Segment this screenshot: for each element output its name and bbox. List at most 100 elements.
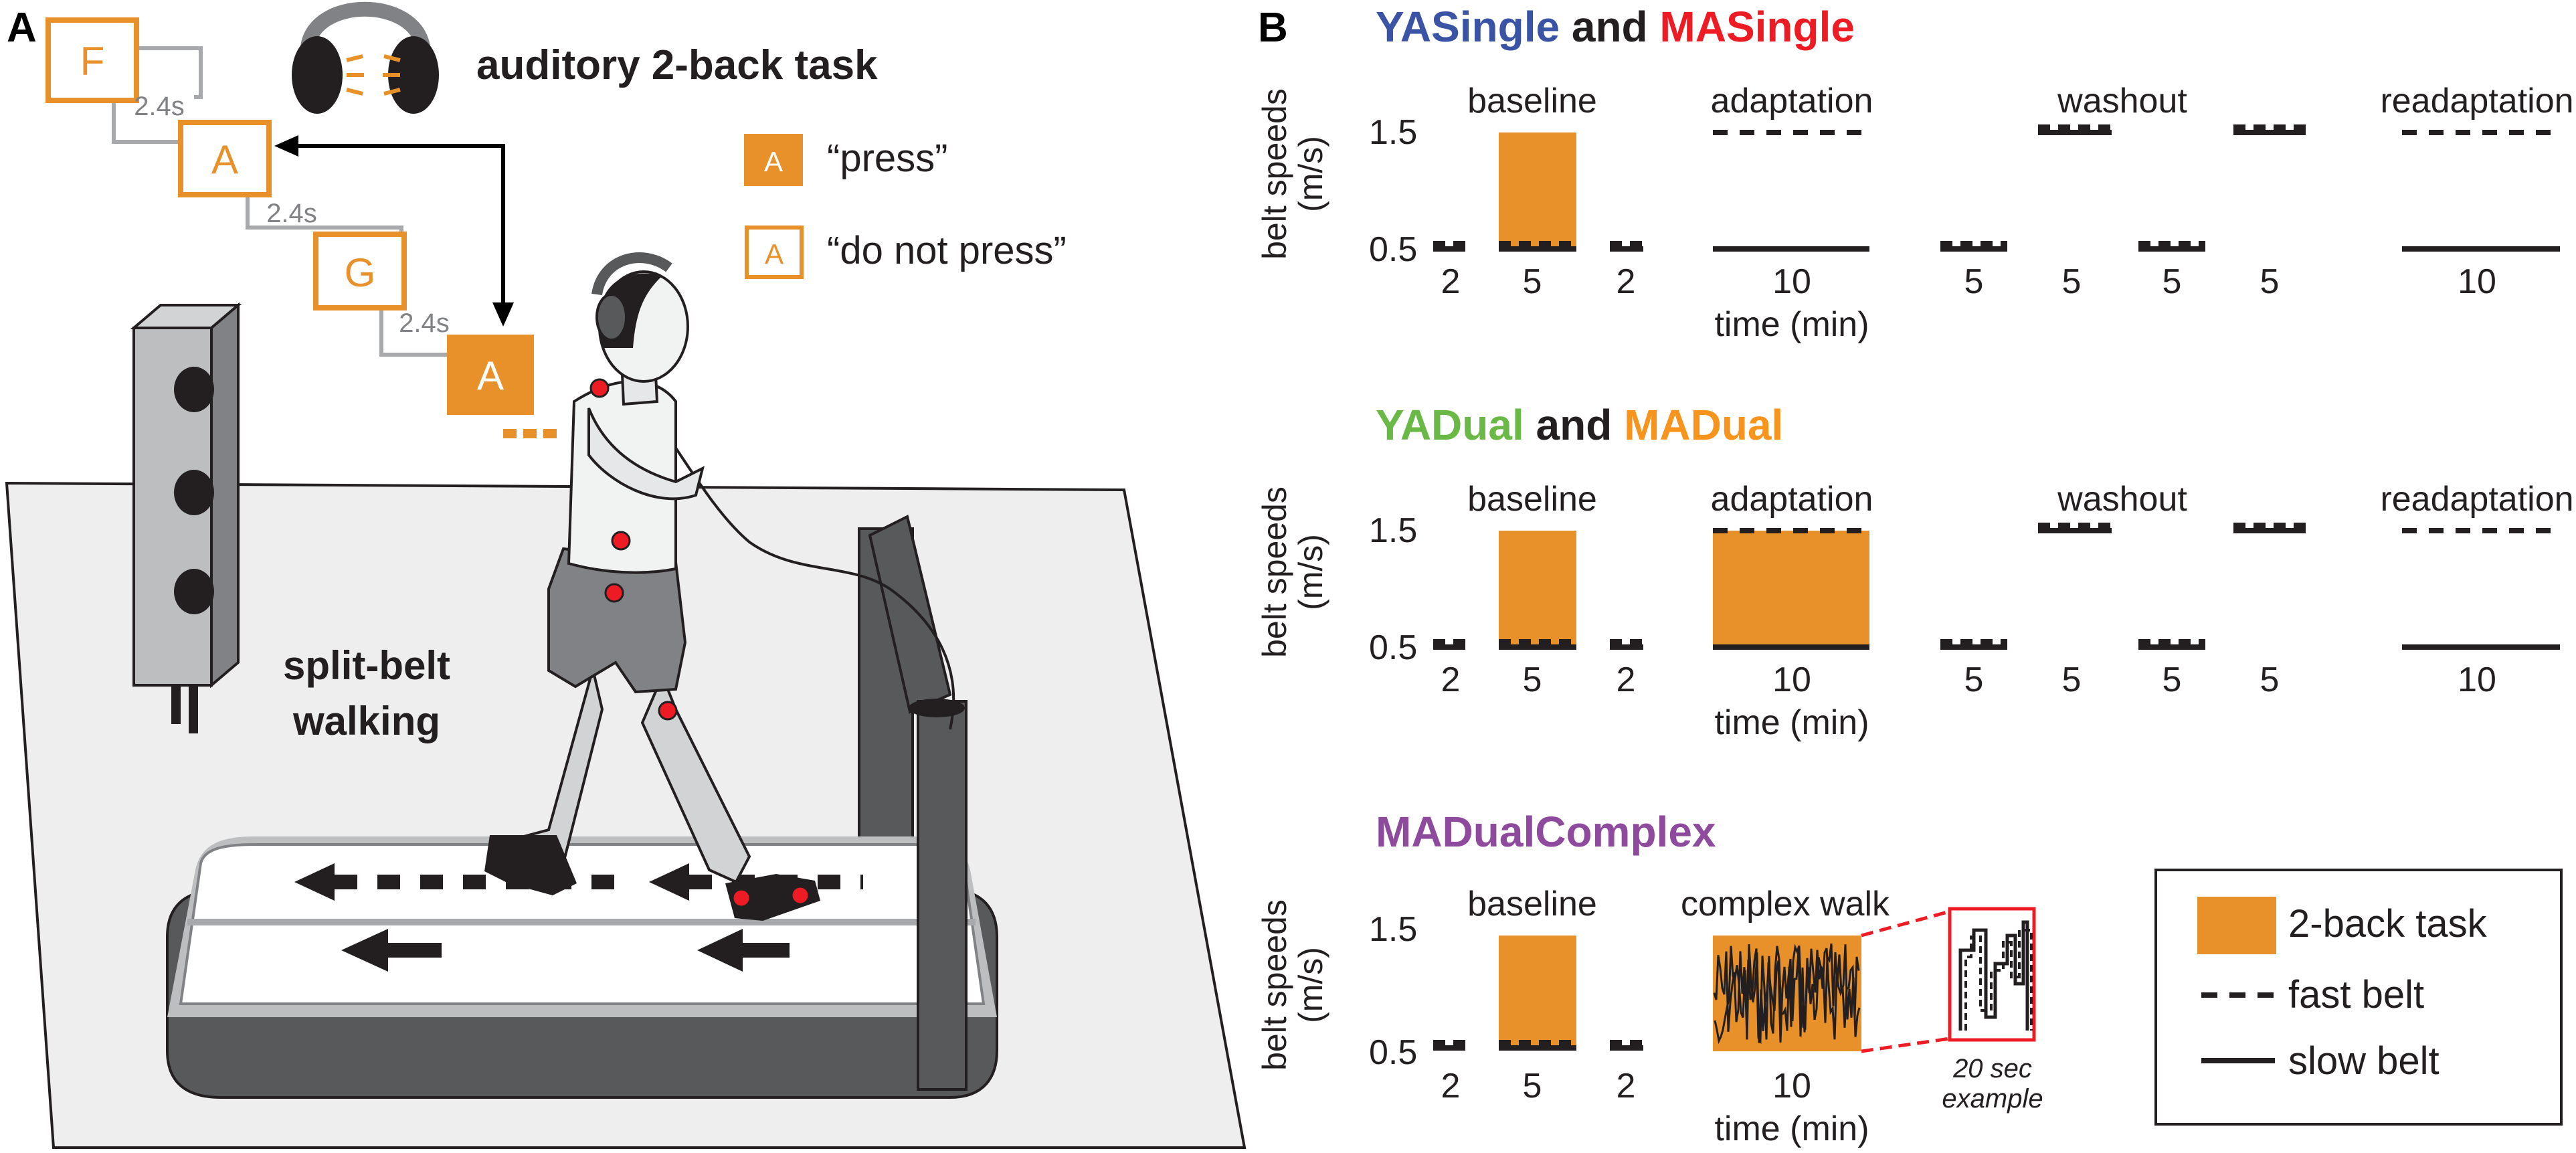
row3-duration-2: 5 — [1523, 1067, 1542, 1105]
row2-duration-8: 5 — [2260, 660, 2280, 699]
legend-slow-label: slow belt — [2288, 1039, 2440, 1083]
row2-x-labels: 2 5 2 10 5 5 5 5 10 time (min) — [1441, 660, 2496, 742]
row2-ylabel-2: (m/s) — [1292, 534, 1329, 610]
baseline-task-block — [1499, 936, 1576, 1048]
row1-duration-3: 2 — [1617, 262, 1636, 301]
row1-x-labels: 2 5 2 10 5 5 5 5 10 time (min) — [1441, 262, 2496, 344]
row1-phase-washout: washout — [2057, 82, 2187, 120]
legend-task-swatch — [2197, 897, 2276, 954]
interval-2: 2.4s — [266, 199, 317, 228]
row1-duration-5: 5 — [1964, 262, 1984, 301]
interval-3: 2.4s — [399, 308, 450, 338]
complex-walk-trace: 20 sec example — [1713, 907, 2043, 1114]
row3-phase-complex-walk: complex walk — [1681, 885, 1890, 923]
walking-person — [484, 252, 955, 921]
panel-b-label: B — [1258, 5, 1288, 51]
row3-ylabel-2: (m/s) — [1292, 947, 1329, 1023]
zoom-line-bottom — [1861, 1037, 1950, 1053]
walking-label-1: split-belt — [283, 643, 450, 688]
row1-ylabel-2: (m/s) — [1292, 136, 1329, 212]
row3-ytick-0.5: 0.5 — [1369, 1033, 1417, 1072]
row1-y-axis: belt speeds (m/s) 1.5 0.5 — [1256, 88, 1417, 269]
example-label-1: 20 sec — [1952, 1054, 2032, 1083]
row2-phase-baseline: baseline — [1467, 480, 1597, 519]
row3-ylabel-1: belt speeds — [1256, 899, 1293, 1071]
row1-ylabel-1: belt speeds — [1256, 88, 1293, 260]
press-text: “press” — [827, 137, 947, 180]
row1-ytick-1.5: 1.5 — [1369, 113, 1417, 152]
row1-title: YASingle and MASingle — [1376, 3, 1855, 51]
letter-1: F — [80, 39, 105, 84]
complex-trace-line-2 — [1714, 943, 1861, 1045]
row2-duration-6: 5 — [2062, 660, 2082, 699]
panel-b: B YASingle and MASingle YADual and MADua… — [1256, 3, 2574, 1148]
row2-title-part2: MADual — [1624, 401, 1783, 449]
letter-box-1 — [45, 17, 139, 103]
row3-phase-labels: baseline complex walk — [1467, 885, 1890, 923]
row1-duration-4: 10 — [1772, 262, 1811, 301]
row1-duration-9: 10 — [2458, 262, 2496, 301]
row2-duration-2: 5 — [1523, 660, 1542, 699]
row2-y-axis: belt speeds (m/s) 1.5 0.5 — [1256, 486, 1417, 667]
press-legend: A “press” A “do not press” — [744, 134, 1067, 279]
row2-duration-7: 5 — [2163, 660, 2182, 699]
row2-phase-washout: washout — [2057, 480, 2187, 519]
example-trace-solid — [1958, 920, 2029, 1031]
legend-fast-label: fast belt — [2288, 973, 2424, 1016]
row2-duration-4: 10 — [1772, 660, 1811, 699]
letter-3: G — [345, 250, 376, 295]
row1-phase-labels: baseline adaptation washout readaptation — [1467, 82, 2573, 120]
row2-duration-9: 10 — [2458, 660, 2496, 699]
row2-xlabel: time (min) — [1714, 703, 1869, 742]
row1-title-and: and — [1560, 3, 1659, 51]
row1-duration-2: 5 — [1523, 262, 1542, 301]
letter-box-3 — [313, 232, 407, 311]
row2-phase-readaptation: readaptation — [2380, 480, 2573, 519]
interval-1: 2.4s — [134, 92, 185, 121]
panel-b-legend: 2-back task fast belt slow belt — [2154, 869, 2563, 1126]
row1-duration-6: 5 — [2062, 262, 2082, 301]
two-back-arrow — [274, 135, 514, 327]
row3-y-axis: belt speeds (m/s) 1.5 0.5 — [1256, 899, 1417, 1072]
row1-phase-baseline: baseline — [1467, 82, 1597, 120]
row2-phase-adaptation: adaptation — [1711, 480, 1873, 519]
row1-duration-7: 5 — [2163, 262, 2182, 301]
complex-walk-speed-trace — [1713, 943, 1861, 1045]
row2-title-part1: YADual — [1376, 401, 1524, 449]
letter-4: A — [477, 353, 504, 398]
letter-box-4 — [447, 335, 534, 415]
row1-duration-1: 2 — [1441, 262, 1461, 301]
row2-ytick-0.5: 0.5 — [1369, 628, 1417, 667]
signal-tower — [130, 302, 242, 733]
example-trace-dashed — [1964, 929, 2033, 1031]
press-symbol: A — [764, 146, 783, 177]
nopress-symbol: A — [765, 238, 784, 270]
row2-ylabel-1: belt speeds — [1256, 486, 1293, 658]
row3-x-labels: 2 5 2 10 time (min) — [1441, 1067, 1869, 1148]
legend-task-label: 2-back task — [2288, 902, 2488, 946]
row2-title-and: and — [1524, 401, 1624, 449]
letter-2: A — [211, 137, 238, 182]
row3-duration-3: 2 — [1617, 1067, 1636, 1105]
row1-title-part1: YASingle — [1376, 3, 1560, 51]
row1-xlabel: time (min) — [1714, 305, 1869, 344]
nopress-text: “do not press” — [827, 229, 1067, 272]
complex-trace-line — [1713, 948, 1860, 1045]
row2-title: YADual and MADual — [1376, 401, 1783, 449]
baseline-task-block — [1499, 531, 1576, 647]
row3-ytick-1.5: 1.5 — [1369, 910, 1417, 949]
row1-duration-8: 5 — [2260, 262, 2280, 301]
panel-a-label: A — [7, 5, 37, 51]
row1-ytick-0.5: 0.5 — [1369, 230, 1417, 269]
row3-duration-1: 2 — [1441, 1067, 1461, 1105]
row2-traces — [1433, 523, 2560, 650]
zoom-line-top — [1861, 909, 1950, 938]
treadmill — [166, 515, 998, 1099]
row1-title-part2: MASingle — [1659, 3, 1855, 51]
task-title: auditory 2-back task — [476, 42, 878, 88]
row3-title: MADualComplex — [1376, 808, 1716, 856]
row2-duration-1: 2 — [1441, 660, 1461, 699]
example-label-2: example — [1942, 1084, 2043, 1114]
row2-duration-3: 2 — [1617, 660, 1636, 699]
